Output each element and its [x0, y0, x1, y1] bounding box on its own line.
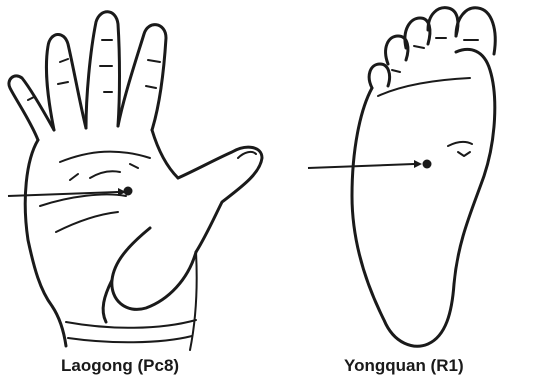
- foot-pointer-arrow: [308, 160, 422, 168]
- hand-palm-illustration: [9, 12, 262, 350]
- hand-caption: Laogong (Pc8): [61, 356, 179, 376]
- foot-caption: Yongquan (R1): [344, 356, 464, 376]
- laogong-acupoint-dot: [124, 187, 133, 196]
- yongquan-acupoint-dot: [423, 160, 432, 169]
- foot-sole-illustration: [352, 8, 495, 346]
